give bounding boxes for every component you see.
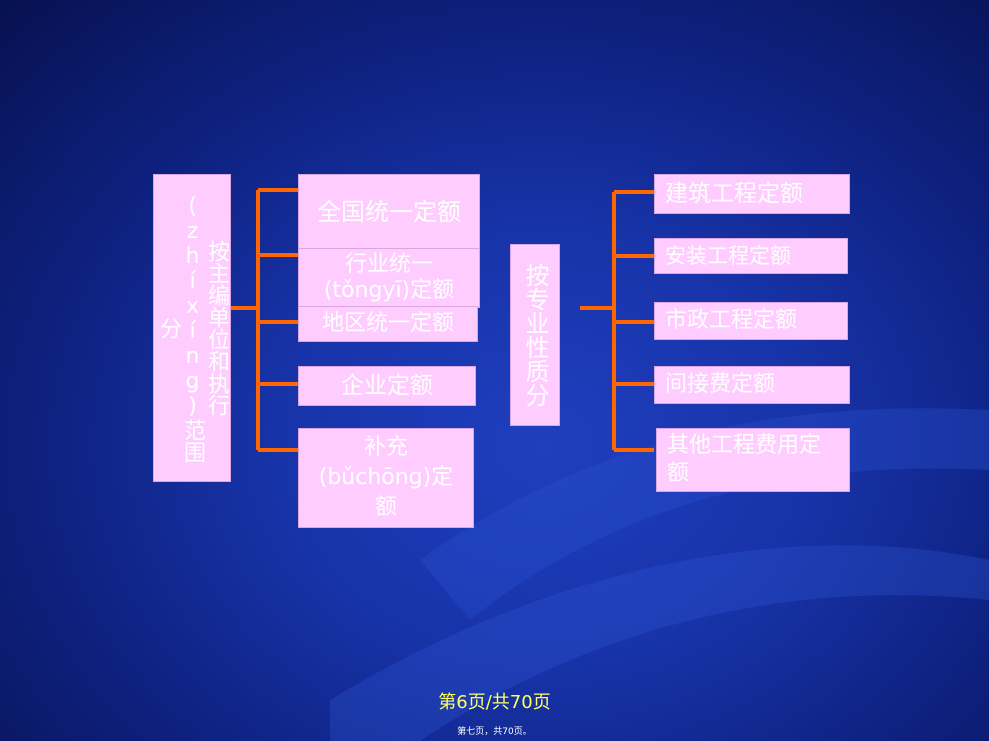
right-node-label: 安装工程定额 xyxy=(665,244,791,268)
page-indicator: 第6页/共70页 xyxy=(438,692,551,713)
right-node-building: 建筑工程定额 xyxy=(654,174,850,214)
right-root-node: 按专业性质分 xyxy=(510,244,560,426)
right-node-municipal: 市政工程定额 xyxy=(654,302,848,340)
left-root-node: 按主编单位和执行(zhíxíng)范围分 xyxy=(153,174,231,482)
right-node-label: 间接费定额 xyxy=(665,372,776,397)
left-node-enterprise: 企业定额 xyxy=(298,366,476,406)
left-node-industry: 行业统一(tǒngyī)定额 xyxy=(298,248,480,308)
left-node-label: 企业定额 xyxy=(341,373,433,399)
left-node-label: 地区统一定额 xyxy=(321,311,454,336)
left-node-label: 行业统一(tǒngyī)定额 xyxy=(323,252,455,303)
left-root-label: 按主编单位和执行(zhíxíng)范围分 xyxy=(156,193,229,463)
page-subcaption: 第七页，共70页。 xyxy=(457,727,532,737)
right-node-installation: 安装工程定额 xyxy=(654,238,848,274)
right-node-label: 其他工程费用定额 xyxy=(667,433,822,486)
left-node-regional: 地区统一定额 xyxy=(298,306,478,342)
right-node-other: 其他工程费用定额 xyxy=(656,428,850,492)
left-node-national: 全国统一定额 xyxy=(298,174,480,250)
left-node-label: 全国统一定额 xyxy=(317,198,461,226)
right-node-label: 市政工程定额 xyxy=(665,308,798,333)
left-node-label: 补充(bǔchōng)定额 xyxy=(318,435,454,520)
right-node-label: 建筑工程定额 xyxy=(665,181,803,207)
right-node-indirect: 间接费定额 xyxy=(654,366,850,404)
right-root-label: 按专业性质分 xyxy=(521,263,549,407)
left-node-supplementary: 补充(bǔchōng)定额 xyxy=(298,428,474,528)
